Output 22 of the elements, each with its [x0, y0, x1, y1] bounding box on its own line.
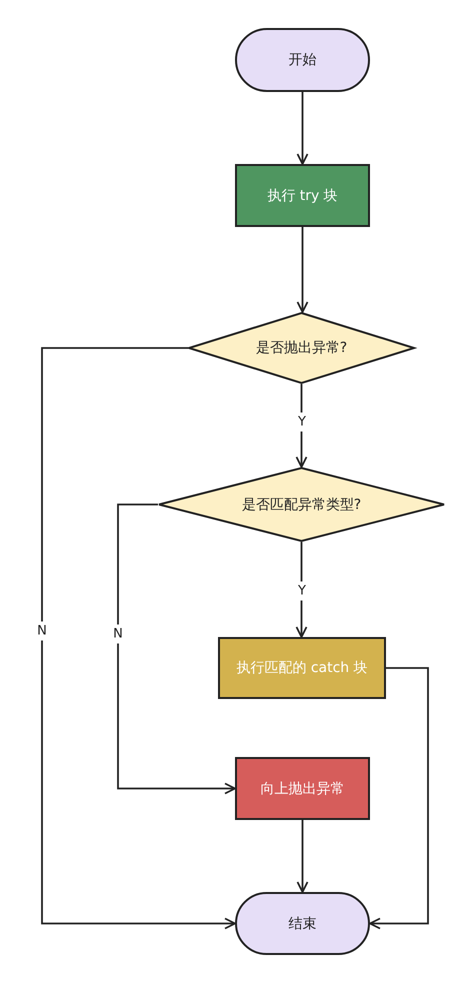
node-label: 开始: [288, 51, 316, 69]
edge-label: Y: [296, 582, 308, 600]
node-label: 结束: [288, 914, 316, 932]
node-label: 是否匹配异常类型?: [242, 496, 362, 514]
arrow: [296, 92, 308, 165]
arrow: [296, 820, 308, 893]
node-label: 执行 try 块: [267, 186, 338, 204]
edge-label: N: [111, 624, 125, 644]
process-box: [235, 757, 370, 820]
node-label: 执行匹配的 catch 块: [236, 659, 368, 677]
arrow: [41, 347, 236, 930]
edge-label: N: [35, 622, 49, 640]
process-box: [235, 164, 370, 227]
arrow: [296, 384, 308, 468]
arrow: [296, 227, 308, 313]
arrow: [296, 542, 308, 638]
node-label: 向上抛出异常: [260, 780, 344, 798]
process-box: [218, 637, 386, 699]
arrow: [117, 504, 236, 794]
arrow: [369, 667, 429, 930]
node-label: 是否抛出异常?: [256, 339, 348, 357]
edge-label: Y: [296, 412, 308, 432]
